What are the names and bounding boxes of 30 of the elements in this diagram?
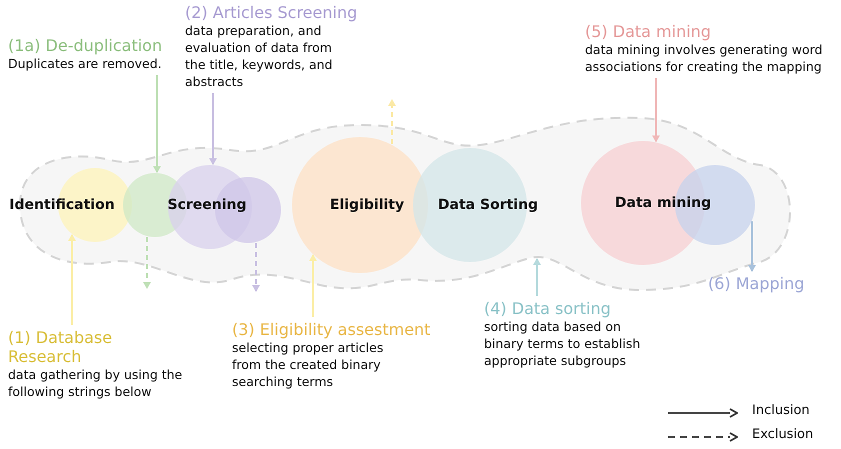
arrow: [153, 75, 161, 174]
arrow: [309, 254, 317, 317]
callout-text: sorting data based on binary terms to establish appropriate subgroups: [484, 318, 642, 369]
arrow: [209, 93, 217, 166]
stage-label: Data mining: [614, 195, 712, 211]
dashed-arrow: [143, 236, 151, 289]
legend-label: Inclusion: [752, 403, 810, 418]
callout-heading: (1a) De-duplication: [8, 36, 164, 55]
callout-text: selecting proper articles from the created binary searching terms: [232, 339, 384, 390]
dashed-arrow: [388, 99, 396, 144]
callout-heading: (3) Eligibility assestment: [232, 320, 432, 339]
callout-text: data mining involves generating word associations for creating the mapping: [585, 41, 824, 75]
arrow: [68, 234, 76, 325]
stage-label: Screening: [167, 197, 247, 213]
callout-heading: (2) Articles Screening: [185, 3, 355, 22]
callout-heading: (4) Data sorting: [484, 299, 612, 318]
arrow: [748, 221, 756, 272]
callout-heading: (1) Database Research: [8, 328, 114, 366]
stage-label: Eligibility: [330, 197, 404, 213]
callout-text: data preparation, and evaluation of data from the title, keywords, and abstracts: [185, 22, 334, 90]
callout-heading: (5) Data mining: [585, 22, 712, 41]
arrow: [652, 78, 660, 142]
stage-label: Data Sorting: [438, 197, 538, 213]
callout-text: Duplicates are removed.: [8, 55, 163, 72]
stage-label: Identification: [9, 197, 115, 213]
dashed-arrow: [252, 243, 260, 292]
legend-label: Exclusion: [752, 427, 814, 442]
arrow: [533, 258, 541, 296]
callout-heading: (6) Mapping: [708, 274, 806, 293]
callout-text: data gathering by using the following strings below: [8, 366, 184, 400]
